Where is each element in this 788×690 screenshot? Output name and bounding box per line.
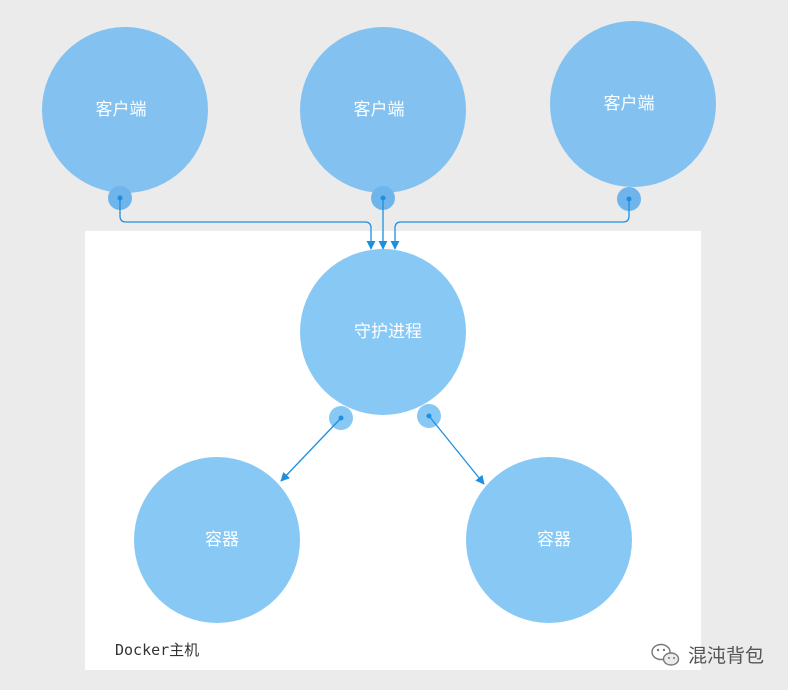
client-node-3: 客户端 <box>550 21 716 187</box>
docker-host-label: Docker主机 <box>115 641 199 659</box>
wechat-icon <box>651 643 680 666</box>
client-node-1: 客户端 <box>42 27 208 193</box>
edge-client-1-to-daemon <box>119 198 376 250</box>
edge-client-3-to-daemon <box>390 199 630 250</box>
daemon-node: 守护进程 <box>300 249 466 415</box>
container-node-2: 容器 <box>466 457 632 623</box>
client-label-1: 客户端 <box>96 100 147 120</box>
container-label-2: 容器 <box>537 530 571 550</box>
client-label-3: 客户端 <box>604 94 655 114</box>
client-node-2: 客户端 <box>300 27 466 193</box>
watermark-text: 混沌背包 <box>688 645 764 667</box>
edge-endpoint-dots <box>117 195 632 421</box>
daemon-label: 守护进程 <box>354 322 422 342</box>
client-label-2: 客户端 <box>354 100 405 120</box>
edge-daemon-to-container-1 <box>280 417 342 482</box>
container-node-1: 容器 <box>134 457 300 623</box>
container-label-1: 容器 <box>205 530 239 550</box>
watermark: 混沌背包 <box>651 643 764 667</box>
edge-daemon-to-container-2 <box>428 415 485 485</box>
